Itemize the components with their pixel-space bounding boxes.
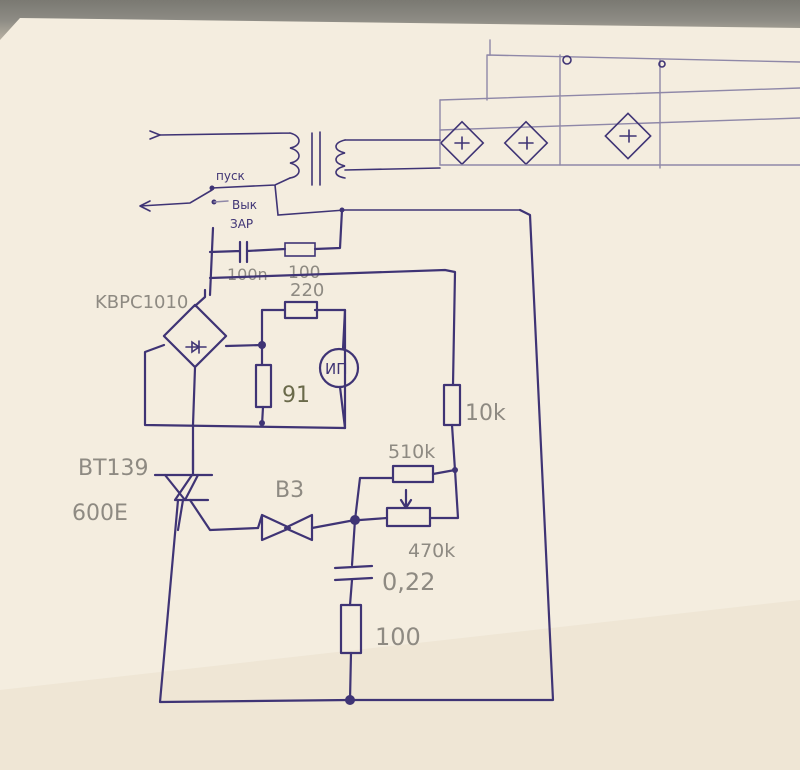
- charge-label: ЗАР: [230, 217, 253, 231]
- res-220: [283, 300, 319, 320]
- triac-rating-label: 600E: [72, 501, 128, 526]
- cap-100n-label: 100n: [227, 265, 268, 284]
- bridge-2: [503, 120, 549, 166]
- res-10k-label: 10k: [465, 401, 506, 426]
- mode-switch: [139, 177, 521, 216]
- triac: [153, 448, 260, 532]
- diac: [256, 513, 360, 542]
- res-100-snubber-label: 100: [288, 263, 320, 283]
- timing-network: [353, 464, 460, 528]
- off-label: Вык: [232, 198, 257, 212]
- diac-label: B3: [275, 478, 304, 503]
- bus-junction-2: [658, 60, 666, 68]
- triac-model-label: BT139: [78, 456, 149, 481]
- meter[interactable]: ИП: [318, 308, 360, 430]
- start-label: пуск: [216, 169, 245, 183]
- snubber: [208, 207, 345, 297]
- bridge-bank: [439, 39, 800, 169]
- rc-chain: [333, 518, 374, 705]
- bridge-3: [604, 112, 652, 160]
- bus-junction-1: [562, 55, 572, 65]
- bridge-1: [439, 120, 485, 166]
- cap-022-label: 0,22: [382, 568, 435, 596]
- kbpc-bridge: [143, 288, 347, 472]
- meter-label: ИП: [325, 360, 348, 378]
- res-510k-label: 510k: [388, 441, 435, 463]
- transformer: [149, 130, 441, 186]
- paper: [0, 18, 800, 770]
- res-shunt-label: 91: [282, 383, 310, 408]
- paper-shadow: [0, 600, 800, 770]
- pot-470k-label: 470k: [408, 540, 455, 562]
- res-220-label: 220: [290, 280, 324, 301]
- res-100-label: 100: [375, 623, 421, 651]
- kbpc-label: KBPC1010: [95, 292, 188, 313]
